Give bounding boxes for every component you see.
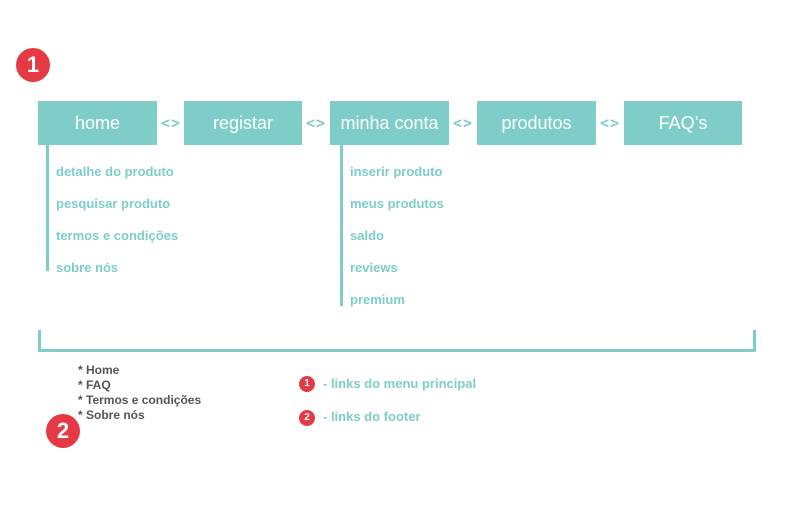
submenu-link-pesquisar-produto[interactable]: pesquisar produto bbox=[56, 196, 171, 211]
submenu-link-sobre-nos[interactable]: sobre nós bbox=[56, 260, 119, 275]
nav-separator-arrows: <> bbox=[160, 114, 182, 132]
nav-item-home[interactable]: home bbox=[38, 101, 157, 145]
nav-separator-arrows: <> bbox=[305, 114, 327, 132]
footer-link-faq[interactable]: * FAQ bbox=[78, 378, 111, 392]
submenu-link-inserir-produto[interactable]: inserir produto bbox=[350, 164, 443, 179]
nav-item-minha-conta[interactable]: minha conta bbox=[330, 101, 449, 145]
home-submenu-connector bbox=[46, 145, 49, 271]
account-submenu-connector bbox=[340, 145, 343, 306]
footer-bracket bbox=[38, 330, 756, 352]
submenu-link-saldo[interactable]: saldo bbox=[350, 228, 384, 243]
legend-text-footer: - links do footer bbox=[323, 409, 421, 424]
nav-item-registar[interactable]: registar bbox=[184, 101, 302, 145]
submenu-link-termos-e-condicoes[interactable]: termos e condições bbox=[56, 228, 179, 243]
submenu-link-meus-produtos[interactable]: meus produtos bbox=[350, 196, 444, 211]
footer-marker-badge: 2 bbox=[46, 414, 80, 448]
footer-link-home[interactable]: * Home bbox=[78, 363, 120, 377]
nav-item-produtos[interactable]: produtos bbox=[477, 101, 596, 145]
legend-badge-2: 2 bbox=[299, 410, 315, 426]
submenu-link-reviews[interactable]: reviews bbox=[350, 260, 398, 275]
nav-separator-arrows: <> bbox=[452, 114, 474, 132]
footer-link-sobre-nos[interactable]: * Sobre nós bbox=[78, 408, 145, 422]
submenu-link-detalhe-do-produto[interactable]: detalhe do produto bbox=[56, 164, 174, 179]
footer-link-termos-e-condicoes[interactable]: * Termos e condições bbox=[78, 393, 202, 407]
main-menu-marker-badge: 1 bbox=[16, 48, 50, 82]
submenu-link-premium[interactable]: premium bbox=[350, 292, 405, 307]
legend-badge-1: 1 bbox=[299, 376, 315, 392]
legend-text-main-menu: - links do menu principal bbox=[323, 376, 477, 391]
nav-separator-arrows: <> bbox=[599, 114, 621, 132]
nav-item-faqs[interactable]: FAQ’s bbox=[624, 101, 742, 145]
